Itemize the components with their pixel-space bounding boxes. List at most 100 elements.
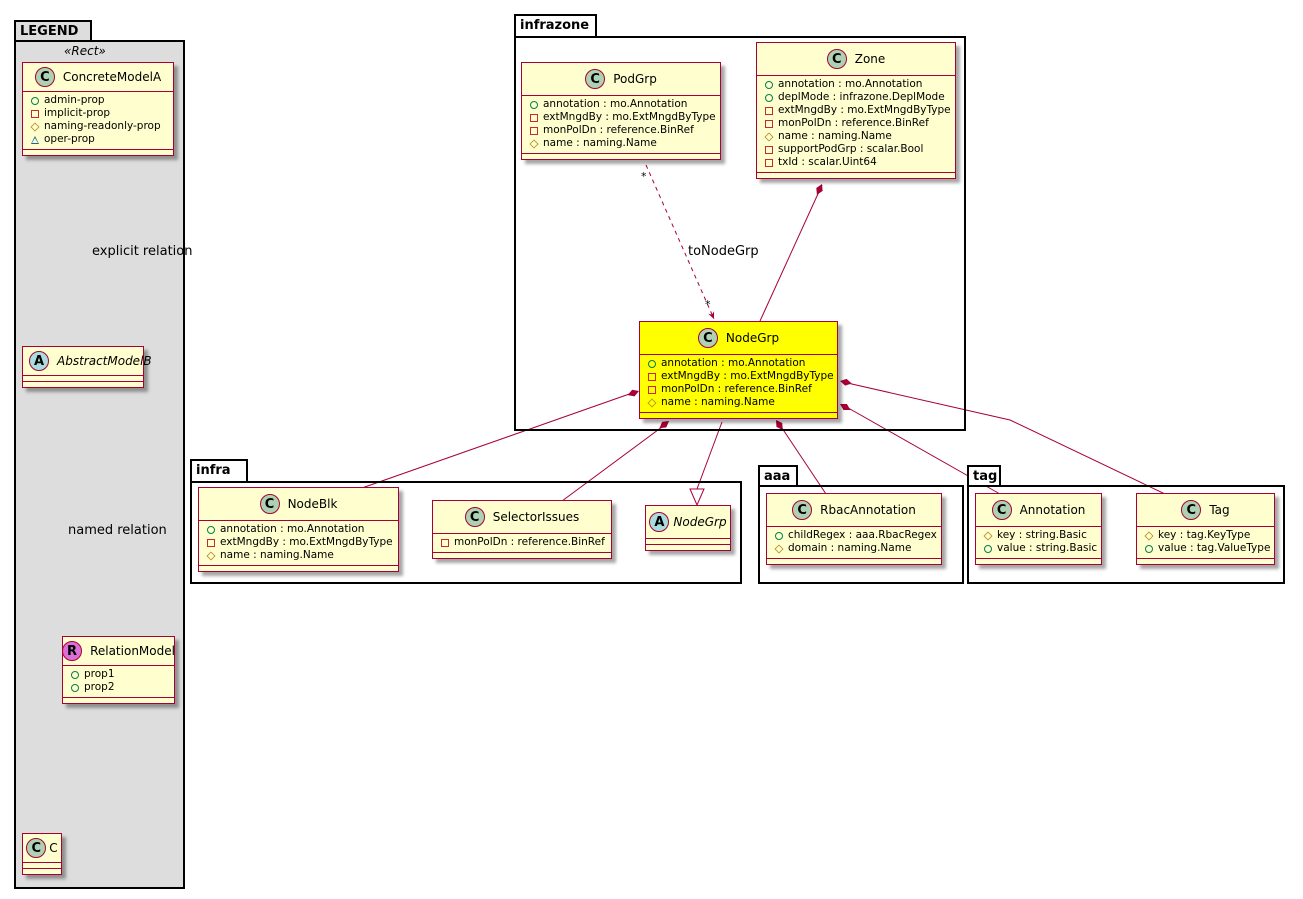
protected-icon — [1144, 530, 1154, 541]
attribute: prop1 — [84, 668, 115, 680]
public-icon — [765, 80, 773, 89]
circle-c-icon: C — [1181, 500, 1202, 520]
circle-c-icon: C — [464, 507, 485, 527]
protected-icon — [206, 550, 216, 561]
attribute: annotation : mo.Annotation — [220, 523, 365, 535]
public-icon — [71, 670, 79, 679]
composition-diamond-icon — [659, 421, 669, 429]
private-icon — [765, 119, 773, 128]
zone-node-grp-edge — [759, 184, 823, 322]
public-icon — [71, 683, 79, 692]
class-name: RelationModel — [90, 644, 175, 658]
class-name: Tag — [1209, 503, 1230, 517]
private-icon — [207, 538, 215, 547]
circle-a-icon: A — [649, 512, 670, 532]
circle-c-icon: C — [697, 328, 718, 348]
attribute: domain : naming.Name — [788, 542, 912, 554]
multiplicity-target: * — [705, 298, 711, 311]
circle-r-icon: R — [62, 641, 83, 661]
attribute: annotation : mo.Annotation — [661, 357, 806, 369]
public-icon — [765, 93, 773, 102]
node-grp-rbac-edge — [777, 421, 827, 495]
circle-c-icon: C — [585, 69, 606, 89]
class-name: ConcreteModelA — [62, 70, 162, 84]
private-icon — [31, 109, 39, 118]
attribute: implicit-prop — [44, 107, 111, 119]
attribute: annotation : mo.Annotation — [778, 78, 923, 90]
attribute: monPolDn : reference.BinRef — [778, 117, 929, 129]
protected-icon — [30, 121, 40, 132]
private-icon — [648, 372, 656, 381]
protected-icon — [774, 543, 784, 554]
class-node-grp[interactable]: C NodeGrp annotation : mo.Annotation extM… — [639, 321, 838, 419]
class-rbac-annotation[interactable]: C RbacAnnotation childRegex : aaa.RbacReg… — [766, 493, 942, 565]
attribute: prop2 — [84, 681, 115, 693]
class-name: SelectorIssues — [492, 510, 580, 524]
public-icon — [648, 359, 656, 368]
label-explicit-relation: explicit relation — [92, 244, 193, 259]
legend-stereotype: «Rect» — [64, 44, 106, 58]
multiplicity-source: * — [641, 170, 647, 183]
attribute: value : tag.ValueType — [1158, 542, 1271, 554]
attribute: supportPodGrp : scalar.Bool — [778, 143, 924, 155]
attribute: value : string.Basic — [997, 542, 1098, 554]
public-icon — [530, 100, 538, 109]
attribute: extMngdBy : mo.ExtMngdByType — [778, 104, 951, 116]
node-grp-selector-edge — [561, 423, 667, 502]
class-name: AbstractModelB — [57, 354, 152, 368]
private-icon — [765, 106, 773, 115]
label-named-relation: named relation — [68, 523, 167, 538]
generalization-triangle-icon — [689, 488, 705, 507]
private-icon — [648, 385, 656, 394]
class-name: RbacAnnotation — [820, 503, 916, 517]
composition-diamond-icon — [776, 420, 783, 430]
attribute: extMngdBy : mo.ExtMngdByType — [220, 536, 393, 548]
package-tab-infrazone: infrazone — [514, 14, 597, 38]
attribute: monPolDn : reference.BinRef — [454, 536, 605, 548]
private-icon — [530, 126, 538, 135]
package-tab-legend: LEGEND — [14, 20, 92, 42]
attribute: key : string.Basic — [997, 529, 1087, 541]
attribute: extMngdBy : mo.ExtMngdByType — [543, 111, 716, 123]
attribute: name : naming.Name — [543, 137, 657, 149]
attribute: annotation : mo.Annotation — [543, 98, 688, 110]
class-tag[interactable]: C Tag key : tag.KeyType value : tag.Value… — [1136, 493, 1275, 565]
composition-diamond-icon — [840, 403, 851, 411]
private-icon — [530, 113, 538, 122]
class-name: PodGrp — [613, 72, 657, 86]
protected-icon — [764, 131, 774, 142]
node-grp-generalization-edge — [696, 421, 723, 490]
private-icon — [765, 145, 773, 154]
public-icon — [1145, 544, 1153, 553]
public-icon — [31, 96, 39, 105]
attribute: monPolDn : reference.BinRef — [543, 124, 694, 136]
package-tab-infra: infra — [190, 459, 248, 483]
class-selector-issues[interactable]: C SelectorIssues monPolDn : reference.Bin… — [432, 500, 612, 559]
package-visibility-icon — [31, 135, 39, 144]
class-pod-grp[interactable]: C PodGrp annotation : mo.Annotation extMn… — [521, 62, 721, 160]
attribute: key : tag.KeyType — [1158, 529, 1251, 541]
package-tab-tag: tag — [967, 465, 1001, 487]
private-icon — [441, 538, 449, 547]
attribute: deplMode : infrazone.DeplMode — [778, 91, 945, 103]
package-legend — [14, 40, 185, 889]
circle-c-icon: C — [792, 500, 813, 520]
circle-c-icon: C — [826, 49, 847, 69]
class-name: Annotation — [1019, 503, 1086, 517]
private-icon — [765, 158, 773, 167]
package-aaa — [758, 485, 964, 584]
attribute: extMngdBy : mo.ExtMngdByType — [661, 370, 834, 382]
composition-diamond-icon — [627, 389, 639, 397]
attribute: childRegex : aaa.RbacRegex — [788, 529, 937, 541]
public-icon — [207, 525, 215, 534]
class-name: NodeGrp — [673, 515, 727, 529]
class-relation-model[interactable]: R RelationModel prop1 prop2 — [62, 636, 175, 704]
class-name: NodeGrp — [725, 331, 780, 345]
